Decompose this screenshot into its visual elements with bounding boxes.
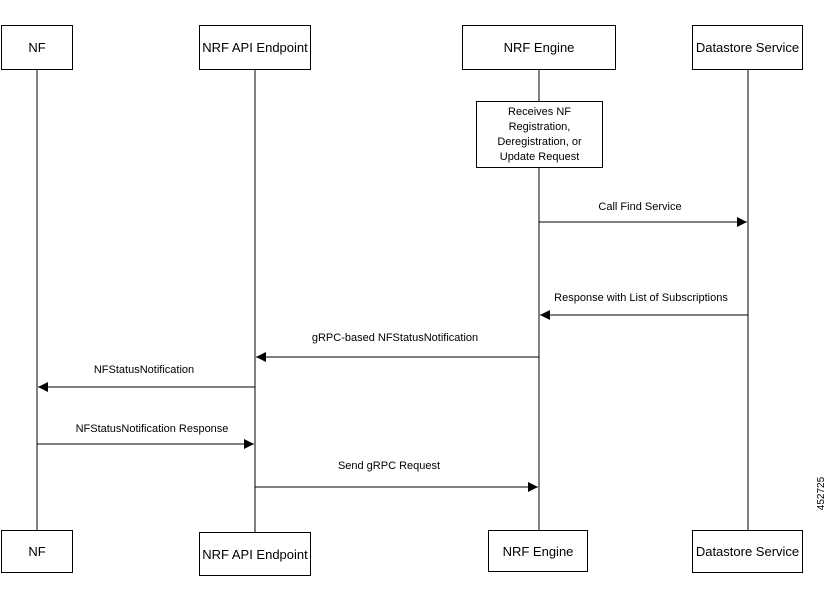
participant-label: NRF Engine [503,40,575,55]
participant-nf-bottom: NF [1,530,73,573]
participant-label: Datastore Service [695,40,800,55]
participant-engine-top: NRF Engine [462,25,616,70]
message-label-nfstatusnotification-response: NFStatusNotification Response [75,423,229,435]
participant-label: Datastore Service [695,544,800,559]
participant-datastore-bottom: Datastore Service [692,530,803,573]
participant-label: NRF API Endpoint [202,546,308,562]
participant-label: NF [28,40,46,55]
message-label-call-find-service: Call Find Service [598,201,682,213]
figure-id: 452725 [816,476,828,511]
participant-label: NRF API Endpoint [202,40,308,55]
message-label-send-grpc-request: Send gRPC Request [337,460,441,472]
participant-nf-top: NF [1,25,73,70]
participant-label: NF [28,544,46,559]
participant-api-bottom: NRF API Endpoint [199,532,311,576]
participant-label: NRF Engine [502,543,574,559]
participant-datastore-top: Datastore Service [692,25,803,70]
engine-note: Receives NF Registration, Deregistration… [476,101,603,168]
message-label-grpc-notification: gRPC-based NFStatusNotification [311,332,479,344]
message-label-nfstatusnotification: NFStatusNotification [93,364,195,376]
participant-engine-bottom: NRF Engine [488,530,588,572]
participant-api-top: NRF API Endpoint [199,25,311,70]
message-label-response-subscriptions: Response with List of Subscriptions [554,292,728,304]
